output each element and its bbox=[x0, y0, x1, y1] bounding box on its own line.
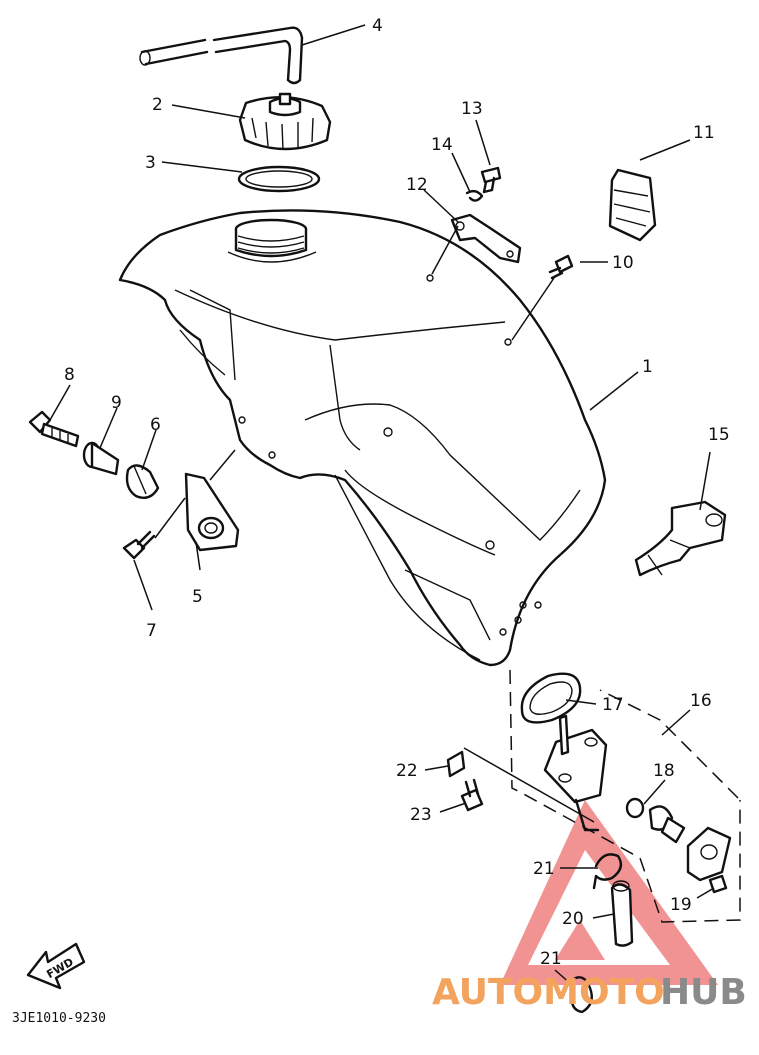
diagram-code: 3JE1010-9230 bbox=[12, 1011, 106, 1026]
collar-9 bbox=[82, 441, 120, 476]
cock-plate bbox=[686, 826, 732, 882]
callout-20: 20 bbox=[562, 909, 584, 929]
callout-1: 1 bbox=[642, 357, 653, 377]
clip-21a bbox=[592, 853, 623, 890]
callout-3: 3 bbox=[145, 153, 156, 173]
gasket-17 bbox=[520, 672, 582, 724]
breather-hose bbox=[139, 26, 304, 85]
callout-15: 15 bbox=[708, 425, 730, 445]
fuel-cap bbox=[238, 92, 332, 151]
callout-21a: 21 bbox=[533, 859, 555, 879]
callout-18: 18 bbox=[653, 761, 675, 781]
washer-22 bbox=[446, 750, 466, 778]
callout-4: 4 bbox=[372, 16, 383, 36]
watermark-text-hub: HUB bbox=[660, 972, 747, 1013]
bolt-7 bbox=[122, 530, 156, 560]
screw-10 bbox=[548, 254, 574, 280]
callout-labels: 1 2 3 4 5 6 7 8 9 10 11 12 13 14 15 16 1… bbox=[64, 16, 730, 969]
callout-17: 17 bbox=[602, 695, 624, 715]
bracket-5 bbox=[184, 472, 240, 552]
screw-13 bbox=[480, 166, 502, 194]
clip-21b bbox=[570, 976, 593, 1014]
seat-bracket bbox=[634, 500, 727, 577]
callout-7: 7 bbox=[146, 621, 157, 641]
callout-19: 19 bbox=[670, 895, 692, 915]
watermark-text: AUTOMOTO HUB bbox=[432, 972, 747, 1013]
callout-12: 12 bbox=[406, 175, 428, 195]
watermark-logo bbox=[500, 800, 718, 985]
callout-9: 9 bbox=[111, 393, 122, 413]
hose-20 bbox=[610, 880, 634, 947]
fuel-cock-body bbox=[543, 714, 608, 832]
callout-6: 6 bbox=[150, 415, 161, 435]
damper-6 bbox=[125, 464, 160, 499]
callout-11: 11 bbox=[693, 123, 715, 143]
callout-23: 23 bbox=[410, 805, 432, 825]
callout-14: 14 bbox=[431, 135, 453, 155]
callout-2: 2 bbox=[152, 95, 163, 115]
cock-lever bbox=[648, 805, 686, 844]
fwd-direction-arrow: FWD bbox=[26, 942, 86, 990]
callout-22: 22 bbox=[396, 761, 418, 781]
callout-10: 10 bbox=[612, 253, 634, 273]
fuel-tank bbox=[118, 209, 607, 667]
tank-bracket bbox=[450, 213, 522, 264]
clip-band bbox=[608, 168, 657, 242]
bolt-23 bbox=[460, 778, 484, 812]
callout-5: 5 bbox=[192, 587, 203, 607]
callout-21b: 21 bbox=[540, 949, 562, 969]
callout-16: 16 bbox=[690, 691, 712, 711]
oring-18 bbox=[625, 797, 645, 819]
washer-14 bbox=[465, 189, 484, 202]
callout-8: 8 bbox=[64, 365, 75, 385]
leader-lines bbox=[49, 24, 715, 986]
callout-13: 13 bbox=[461, 99, 483, 119]
fuel-cock-assembly-box bbox=[509, 669, 741, 923]
watermark-text-main: AUTOMOTO bbox=[432, 972, 665, 1013]
cap-gasket bbox=[237, 165, 321, 193]
bolt-8 bbox=[28, 410, 80, 448]
